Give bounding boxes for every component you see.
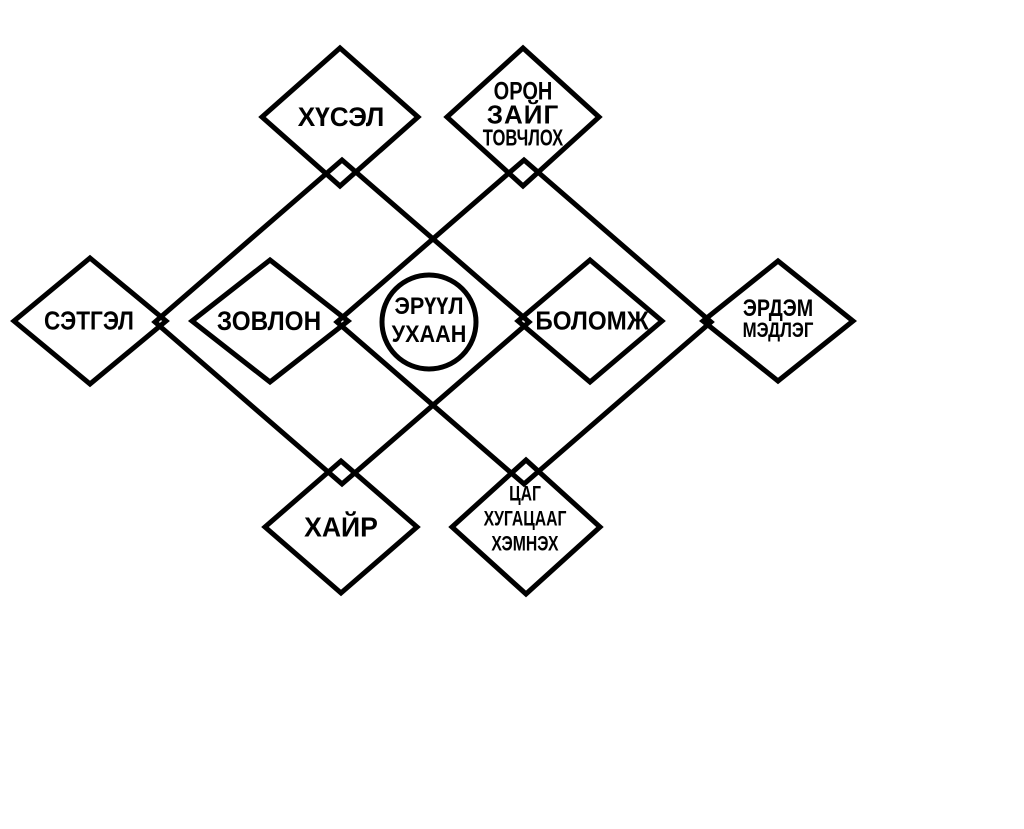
zovlon-label: ЗОВЛОН bbox=[211, 305, 327, 336]
tsag-text-line1: ЦАГ bbox=[509, 482, 541, 506]
big-diamond-right bbox=[333, 156, 715, 488]
center-text-line1: ЭРҮҮЛ bbox=[394, 293, 464, 320]
hair-label: ХАЙР bbox=[302, 511, 380, 543]
center-text-line2: УХААН bbox=[391, 321, 467, 348]
husel-text: ХҮСЭЛ bbox=[297, 101, 385, 132]
tsag-diamond bbox=[448, 456, 604, 598]
erdem-medleg-text-line1: ЭРДЭМ bbox=[742, 295, 814, 322]
zovlon-text: ЗОВЛОН bbox=[216, 305, 322, 336]
setgel-diamond bbox=[10, 254, 170, 388]
oron-zaig-text-line1: ОРОН bbox=[493, 77, 553, 106]
bolomj-diamond bbox=[514, 256, 666, 386]
husel-label: ХҮСЭЛ bbox=[296, 101, 385, 132]
erdem-diamond bbox=[698, 257, 858, 385]
bolomj-text: БОЛОМЖ bbox=[535, 305, 649, 336]
oron-zaig-text-line2: ЗАЙГ bbox=[486, 99, 560, 130]
zovlon-diamond bbox=[187, 256, 353, 386]
setgel-label: СЭТГЭЛ bbox=[37, 305, 140, 336]
oron-zaig-label: ОРОН ЗАЙГ ТОВЧЛОХ bbox=[467, 77, 579, 151]
center-circle-label: ЭРҮҮЛ УХААН bbox=[388, 293, 471, 349]
tsag-text-line2: ХУГАЦААГ bbox=[483, 507, 567, 531]
big-diamond-left bbox=[151, 156, 533, 488]
oron-zaig-text-line3: ТОВЧЛОХ bbox=[482, 124, 564, 151]
husel-diamond bbox=[258, 44, 422, 190]
setgel-text: СЭТГЭЛ bbox=[44, 305, 134, 336]
oron-zaig-diamond bbox=[443, 44, 603, 190]
hair-text: ХАЙР bbox=[304, 511, 378, 543]
erdem-medleg-label: ЭРДЭМ МЭДЛЭГ bbox=[734, 295, 822, 342]
bolomj-label: БОЛОМЖ bbox=[531, 305, 653, 336]
tsag-hugatsaag-label: ЦАГ ХУГАЦААГ ХЭМНЭХ bbox=[470, 482, 580, 557]
hair-diamond bbox=[261, 457, 421, 597]
erdem-medleg-text-line2: МЭДЛЭГ bbox=[742, 319, 814, 342]
center-circle bbox=[379, 272, 479, 372]
tsag-text-line3: ХЭМНЭХ bbox=[491, 532, 559, 556]
